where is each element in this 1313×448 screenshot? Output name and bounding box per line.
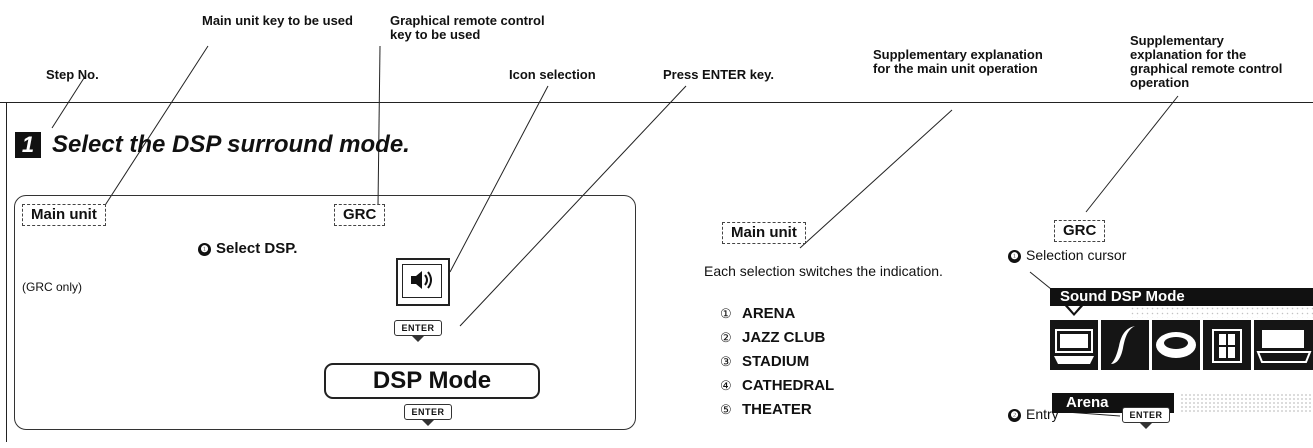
main-unit-description: Each selection switches the indication. <box>704 263 943 279</box>
cathedral-icon[interactable] <box>1203 320 1251 370</box>
leader-grc-key <box>377 45 381 207</box>
callout-supp-main: Supplementary explanation for the main u… <box>873 47 1043 76</box>
speaker-icon[interactable] <box>396 258 450 306</box>
leader-supp-grc <box>1085 95 1179 213</box>
main-unit-tag: Main unit <box>22 204 106 226</box>
grc-only-note: (GRC only) <box>22 280 83 294</box>
step-title: Select the DSP surround mode. <box>52 131 410 158</box>
step-number-badge: 1 <box>15 132 41 158</box>
select-dsp-instruction: ❶ Select DSP. <box>198 240 297 257</box>
enter-key-icon-2[interactable]: ENTER <box>404 404 452 426</box>
callout-main-key: Main unit key to be used <box>202 13 353 28</box>
selection-cursor-icon <box>1064 305 1084 316</box>
top-divider <box>0 102 1313 103</box>
jazz-club-icon[interactable] <box>1101 320 1149 370</box>
speaker-icon-glyph <box>411 271 432 289</box>
grc-tag: GRC <box>334 204 386 226</box>
step-one-marker: ❶ <box>198 242 211 256</box>
grc-supp-tag: GRC <box>1054 220 1106 242</box>
theater-icon[interactable] <box>1254 320 1313 370</box>
dsp-mode-button[interactable]: DSP Mode <box>324 363 540 399</box>
callout-grc-key: Graphical remote control key to be used <box>390 13 545 42</box>
operation-panel <box>14 195 636 430</box>
main-unit-supp-tag: Main unit <box>722 222 806 244</box>
callout-supp-grc: Supplementary explanation for the graphi… <box>1130 33 1283 90</box>
leader-main-key <box>101 45 209 211</box>
leader-supp-main <box>799 109 953 249</box>
screen-speckle-bottom <box>1180 393 1313 413</box>
left-divider <box>6 102 7 442</box>
screen-speckle-top <box>1130 306 1313 318</box>
enter-key-icon[interactable]: ENTER <box>394 320 442 342</box>
callout-icon-selection: Icon selection <box>509 67 596 82</box>
stadium-icon[interactable] <box>1152 320 1200 370</box>
leader-step-no <box>51 77 85 129</box>
arena-icon[interactable] <box>1050 320 1098 370</box>
grc-enter-key-icon[interactable]: ENTER <box>1122 407 1170 429</box>
callout-step-no: Step No. <box>46 67 99 82</box>
callout-press-enter: Press ENTER key. <box>663 67 775 82</box>
select-dsp-label: Select DSP. <box>216 240 298 257</box>
sound-dsp-mode-title: Sound DSP Mode <box>1050 288 1313 306</box>
